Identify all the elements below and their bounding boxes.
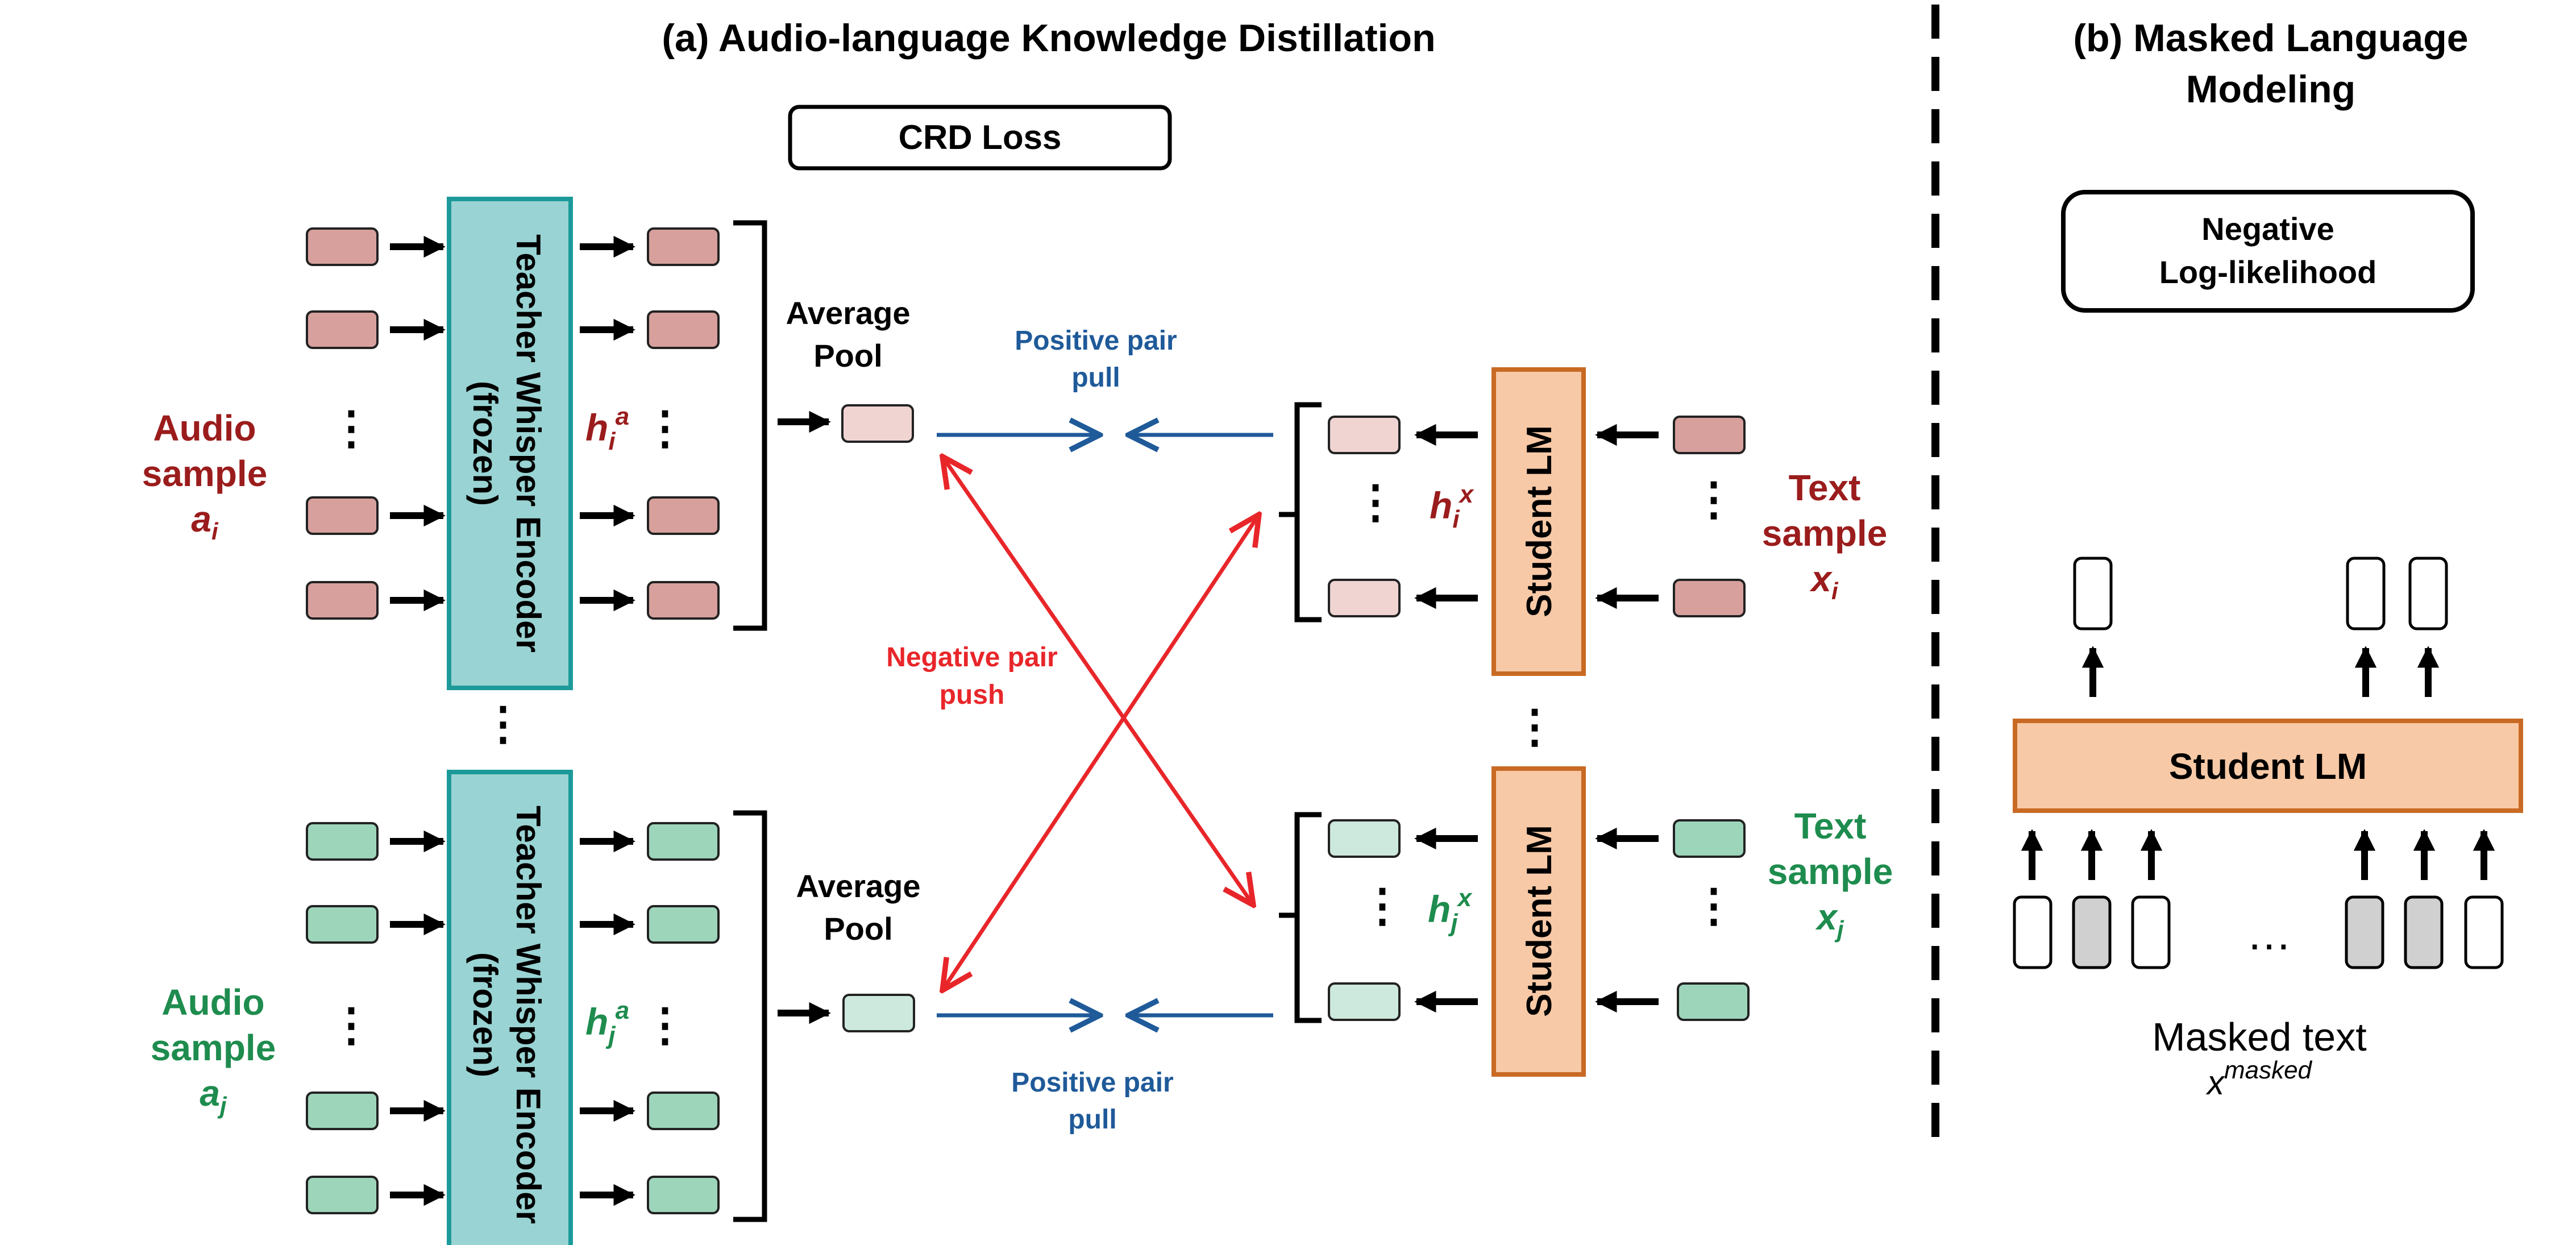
student-lm-mlm-label: Student LM [2169,746,2367,787]
student-lm-mlm-box [2013,719,2523,813]
audio-sample-j-label: Audio sample aj [151,982,276,1119]
svg-text:ai: ai [191,499,219,545]
masked-text-tokens [2013,895,2504,969]
negative-pair-line2: push [940,680,1005,710]
ellipsis-audio-in-bottom: ⋮ [329,999,374,1050]
average-pool-top-line2: Pool [813,338,882,374]
teacher-encoder-bottom: Teacher Whisper Encoder (frozen) [447,770,573,1245]
h-text-i-label: hix [1430,480,1474,533]
svg-text:sample: sample [142,453,268,494]
text-embeddings-bottom [1328,819,1401,1021]
ellipsis-text-emb-top: ⋮ [1353,476,1398,527]
h-text-j-label: hjx [1428,884,1473,937]
text-bracket-top [1279,402,1322,622]
mlm-input-arrows [2021,829,2495,880]
ellipsis-audio-out-bottom: ⋮ [642,999,688,1050]
crd-loss-label: CRD Loss [899,118,1062,156]
nll-box [2061,190,2475,313]
teacher-encoder-bottom-label-line1: Teacher Whisper Encoder [509,806,547,1224]
svg-text:xj: xj [1815,897,1844,943]
teacher-encoder-top-label-line1: Teacher Whisper Encoder [509,234,547,653]
text-sample-j-label: Text sample xj [1768,806,1893,943]
positive-pair-bottom-line2: pull [1068,1105,1116,1135]
student-lm-bottom: Student LM [1491,766,1586,1077]
text-arrows-bottom [1414,827,1659,1013]
audio-bracket-top [733,220,767,631]
audio-arrows-top [390,235,635,612]
text-embeddings-top [1328,416,1401,617]
positive-pair-top-line1: Positive pair [1015,326,1177,356]
negative-pair-line1: Negative pair [886,642,1057,673]
mlm-output-tokens [2073,557,2448,630]
average-pool-bottom-line2: Pool [824,911,892,947]
pooled-audio-embedding-j [842,994,915,1032]
svg-text:Student LM: Student LM [1520,825,1559,1017]
masked-text-label: Masked text [2152,1015,2366,1059]
masked-tokens-ellipsis: … [2246,908,2292,959]
text-tokens-top [1673,416,1746,617]
svg-text:sample: sample [151,1027,276,1068]
teacher-encoder-top-label-line2: (frozen) [466,381,504,506]
svg-text:Audio: Audio [161,982,264,1023]
svg-text:Student LM: Student LM [1520,425,1559,617]
panel-b-title-line2: Modeling [2186,68,2355,111]
positive-pair-top-line2: pull [1071,363,1120,393]
svg-text:Text: Text [1789,467,1861,508]
ellipsis-between-encoders: ⋮ [480,698,526,749]
text-bracket-bottom [1279,812,1322,1023]
masked-text-var: xmasked [2205,1056,2313,1102]
average-pool-bottom-line1: Average [796,868,921,904]
text-tokens-bottom [1673,819,1750,1021]
svg-text:aj: aj [200,1073,227,1119]
student-lm-top: Student LM [1491,367,1586,676]
audio-tokens-bottom [306,822,720,1214]
ellipsis-between-student-lm: ⋮ [1512,701,1557,752]
panel-b-title-line1: (b) Masked Language [2073,16,2468,60]
ellipsis-audio-out-top: ⋮ [642,402,688,453]
text-arrows-top [1414,424,1659,609]
pooled-audio-embedding-i [841,404,914,443]
svg-text:Audio: Audio [153,408,256,449]
audio-tokens-top [306,227,720,620]
svg-text:sample: sample [1762,513,1888,554]
teacher-encoder-top: Teacher Whisper Encoder (frozen) [447,197,573,690]
ellipsis-text-in-bottom: ⋮ [1691,880,1736,931]
positive-pair-bottom-line1: Positive pair [1011,1068,1173,1098]
negative-push-arrow-2 [942,514,1259,990]
nll-label-line1: Negative [2201,211,2334,247]
audio-arrows-bottom [390,830,635,1206]
average-pool-top-line1: Average [786,295,911,331]
ellipsis-audio-in-top: ⋮ [329,402,374,453]
text-sample-i-label: Text sample xi [1762,467,1888,604]
h-audio-i-label: hia [585,402,629,455]
mlm-output-arrows [2081,646,2440,697]
svg-text:Text: Text [1794,806,1867,846]
h-audio-j-label: hja [585,997,629,1049]
ellipsis-text-in-top: ⋮ [1691,474,1736,524]
audio-bracket-bottom [733,810,767,1222]
audio-sample-i-label: Audio sample ai [142,408,268,545]
nll-label-line2: Log-likelihood [2159,254,2377,290]
svg-text:xi: xi [1809,558,1839,604]
teacher-encoder-bottom-label-line2: (frozen) [466,952,504,1077]
panel-a-title: (a) Audio-language Knowledge Distillatio… [662,16,1435,60]
crd-loss-box [788,105,1172,171]
ellipsis-text-emb-bottom: ⋮ [1360,880,1405,931]
svg-text:sample: sample [1768,851,1893,892]
